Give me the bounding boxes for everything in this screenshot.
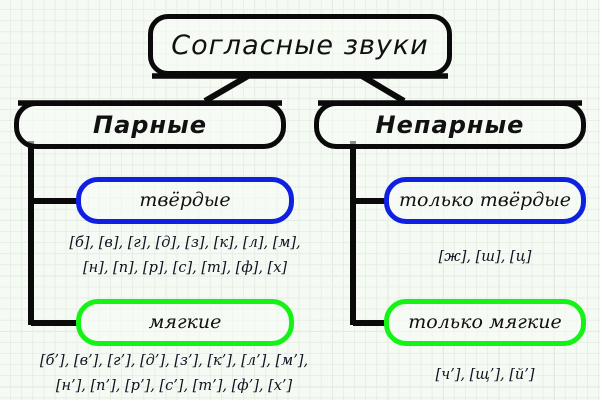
- letters-unpaired-hard: [ж], [ш], [ц]: [384, 245, 586, 270]
- letters-unpaired-soft: [ч’], [щ’], [й’]: [384, 363, 586, 388]
- letters-paired-soft-line1: [б’], [в’], [г’], [д’], [з’], [к’], [л’]…: [39, 353, 309, 369]
- node-paired: Парные: [14, 101, 286, 149]
- letters-unpaired-soft-line1: [ч’], [щ’], [й’]: [435, 367, 535, 383]
- letters-paired-hard-line1: [б], [в], [г], [д], [з], [к], [л], [м],: [69, 235, 301, 251]
- node-paired-hard: твёрдые: [76, 177, 294, 224]
- letters-paired-soft-line2: [н’], [п’], [р’], [с’], [т’], [ф’], [х’]: [55, 377, 293, 394]
- edge-root-to-paired: [203, 73, 250, 104]
- node-root-label: Согласные звуки: [171, 29, 429, 61]
- letters-paired-hard-line2: [н], [п], [р], [с], [т], [ф], [х]: [82, 259, 288, 276]
- node-paired-soft: мягкие: [76, 299, 294, 346]
- node-unpaired-hard: только твёрдые: [384, 177, 586, 224]
- node-unpaired-label: Непарные: [375, 111, 525, 139]
- letters-paired-hard: [б], [в], [г], [д], [з], [к], [л], [м], …: [44, 231, 326, 281]
- node-paired-soft-label: мягкие: [148, 311, 222, 333]
- node-unpaired-soft: только мягкие: [384, 299, 586, 346]
- node-paired-hard-label: твёрдые: [139, 189, 231, 211]
- node-unpaired-soft-label: только мягкие: [408, 311, 562, 333]
- node-unpaired: Непарные: [314, 101, 586, 149]
- letters-paired-soft: [б’], [в’], [г’], [д’], [з’], [к’], [л’]…: [14, 349, 334, 399]
- edge-root-to-unpaired: [360, 73, 406, 104]
- node-unpaired-hard-label: только твёрдые: [399, 189, 571, 211]
- node-paired-label: Парные: [92, 111, 208, 139]
- letters-unpaired-hard-line1: [ж], [ш], [ц]: [438, 249, 532, 265]
- node-root: Согласные звуки: [148, 14, 452, 76]
